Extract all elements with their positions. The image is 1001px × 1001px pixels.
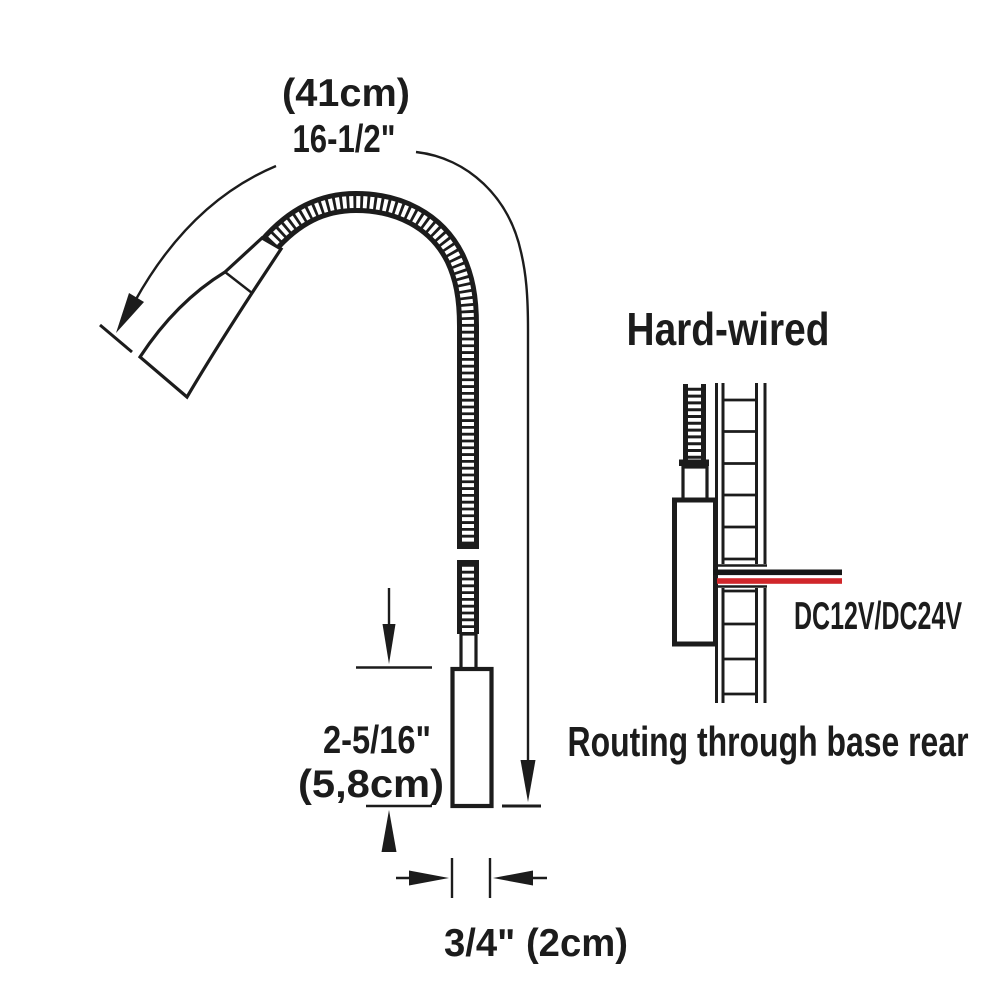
wall-hole-cutout xyxy=(719,564,771,588)
supply-wires xyxy=(713,569,842,584)
lamp-head-shade xyxy=(137,236,284,400)
mounted-gooseneck-cap xyxy=(679,459,709,466)
wire-black xyxy=(713,569,842,576)
base-height-inch-label: 2-5/16" xyxy=(323,719,431,762)
base-width-dimension xyxy=(396,858,547,898)
width-arrowhead-right xyxy=(493,870,533,886)
length-cm-label: (41cm) xyxy=(282,72,410,115)
gooseneck xyxy=(259,190,479,634)
mounted-collar xyxy=(681,465,709,502)
gooseneck-break-cap-top xyxy=(457,542,479,549)
width-arrowhead-left xyxy=(409,870,449,886)
gooseneck-upper-segment xyxy=(259,190,479,549)
base-height-dimension xyxy=(356,588,432,852)
length-inch-label: 16-1/2" xyxy=(293,118,396,161)
base-body xyxy=(450,666,494,809)
dimension-end-tick-left xyxy=(99,323,133,354)
gooseneck-break-cap-bottom xyxy=(457,560,479,566)
length-dimension xyxy=(99,150,541,808)
wall-section xyxy=(715,383,767,703)
base-height-arrowhead-down xyxy=(382,624,396,664)
dimension-arrowhead-left xyxy=(116,293,144,333)
wire-red xyxy=(717,578,842,584)
base-width-label: 3/4" (2cm) xyxy=(444,922,628,965)
voltage-label: DC12V/DC24V xyxy=(794,595,962,638)
base-height-arrowhead-up xyxy=(381,810,397,852)
lamp-head-separation-line xyxy=(224,271,253,294)
gooseneck-upper-ribs xyxy=(263,195,474,549)
wall-hatching xyxy=(723,398,757,696)
dimension-arrowhead-down xyxy=(520,760,536,802)
mounted-base-body xyxy=(672,497,718,647)
dimension-arc-right xyxy=(415,150,530,760)
base-height-cm-label: (5,8cm) xyxy=(298,763,444,806)
mounted-lamp xyxy=(672,384,718,647)
lamp-base xyxy=(450,632,494,809)
routing-caption: Routing through base rear xyxy=(568,718,969,765)
wire-hole xyxy=(714,564,771,588)
dimension-arc-left xyxy=(133,164,277,302)
hardwired-title: Hard-wired xyxy=(627,303,830,355)
base-collar xyxy=(459,632,478,672)
lamp-head xyxy=(137,236,284,400)
